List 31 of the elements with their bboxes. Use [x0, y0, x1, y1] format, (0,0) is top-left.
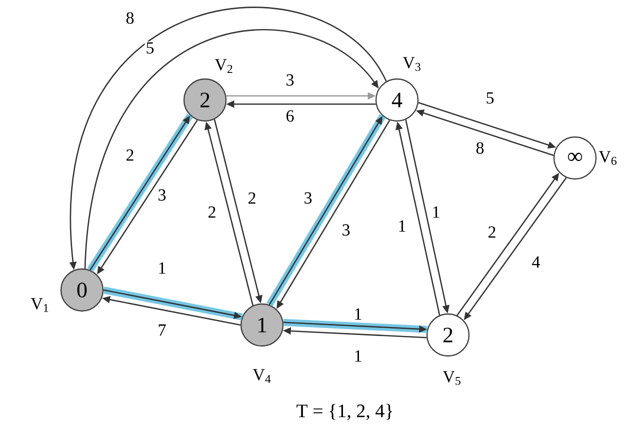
arrow — [102, 286, 243, 320]
vertex-label: V$_{6}$ — [598, 151, 617, 165]
vertex-label: V$_{3}$ — [402, 57, 420, 71]
edge-label: 1 — [159, 262, 166, 274]
edge-label: 2 — [488, 226, 496, 238]
edge-label: 8 — [476, 142, 484, 154]
arrow — [266, 114, 386, 306]
edge-label: 5 — [486, 92, 494, 104]
edge-label: 2 — [248, 192, 256, 204]
edge-label: 3 — [158, 189, 166, 201]
edge-label: 3 — [304, 192, 312, 204]
edge-label: 2 — [126, 149, 134, 161]
edge-label: 3 — [286, 74, 294, 86]
vertex-label: V$_{5}$ — [442, 371, 460, 385]
edge-label: 2 — [208, 206, 216, 218]
edge-label: 6 — [286, 110, 294, 122]
caption: T = {1, 2, 4} — [296, 404, 392, 420]
edge-label: 1 — [433, 206, 440, 218]
edge-label: 4 — [532, 256, 540, 268]
edge-label: 8 — [126, 12, 134, 24]
edge-label: 1 — [399, 220, 406, 232]
edge-label: 1 — [355, 308, 362, 320]
vertex-label: V$_{4}$ — [252, 369, 271, 383]
edge-label: 3 — [342, 224, 350, 236]
arrow — [87, 114, 193, 272]
vertex-label: V$_{2}$ — [214, 59, 232, 73]
edge-label: 7 — [158, 324, 166, 336]
arrow — [283, 318, 428, 333]
edge-label: 1 — [355, 350, 362, 362]
vertex-label: V$_{1}$ — [30, 298, 48, 312]
edge-label: 5 — [146, 42, 154, 54]
